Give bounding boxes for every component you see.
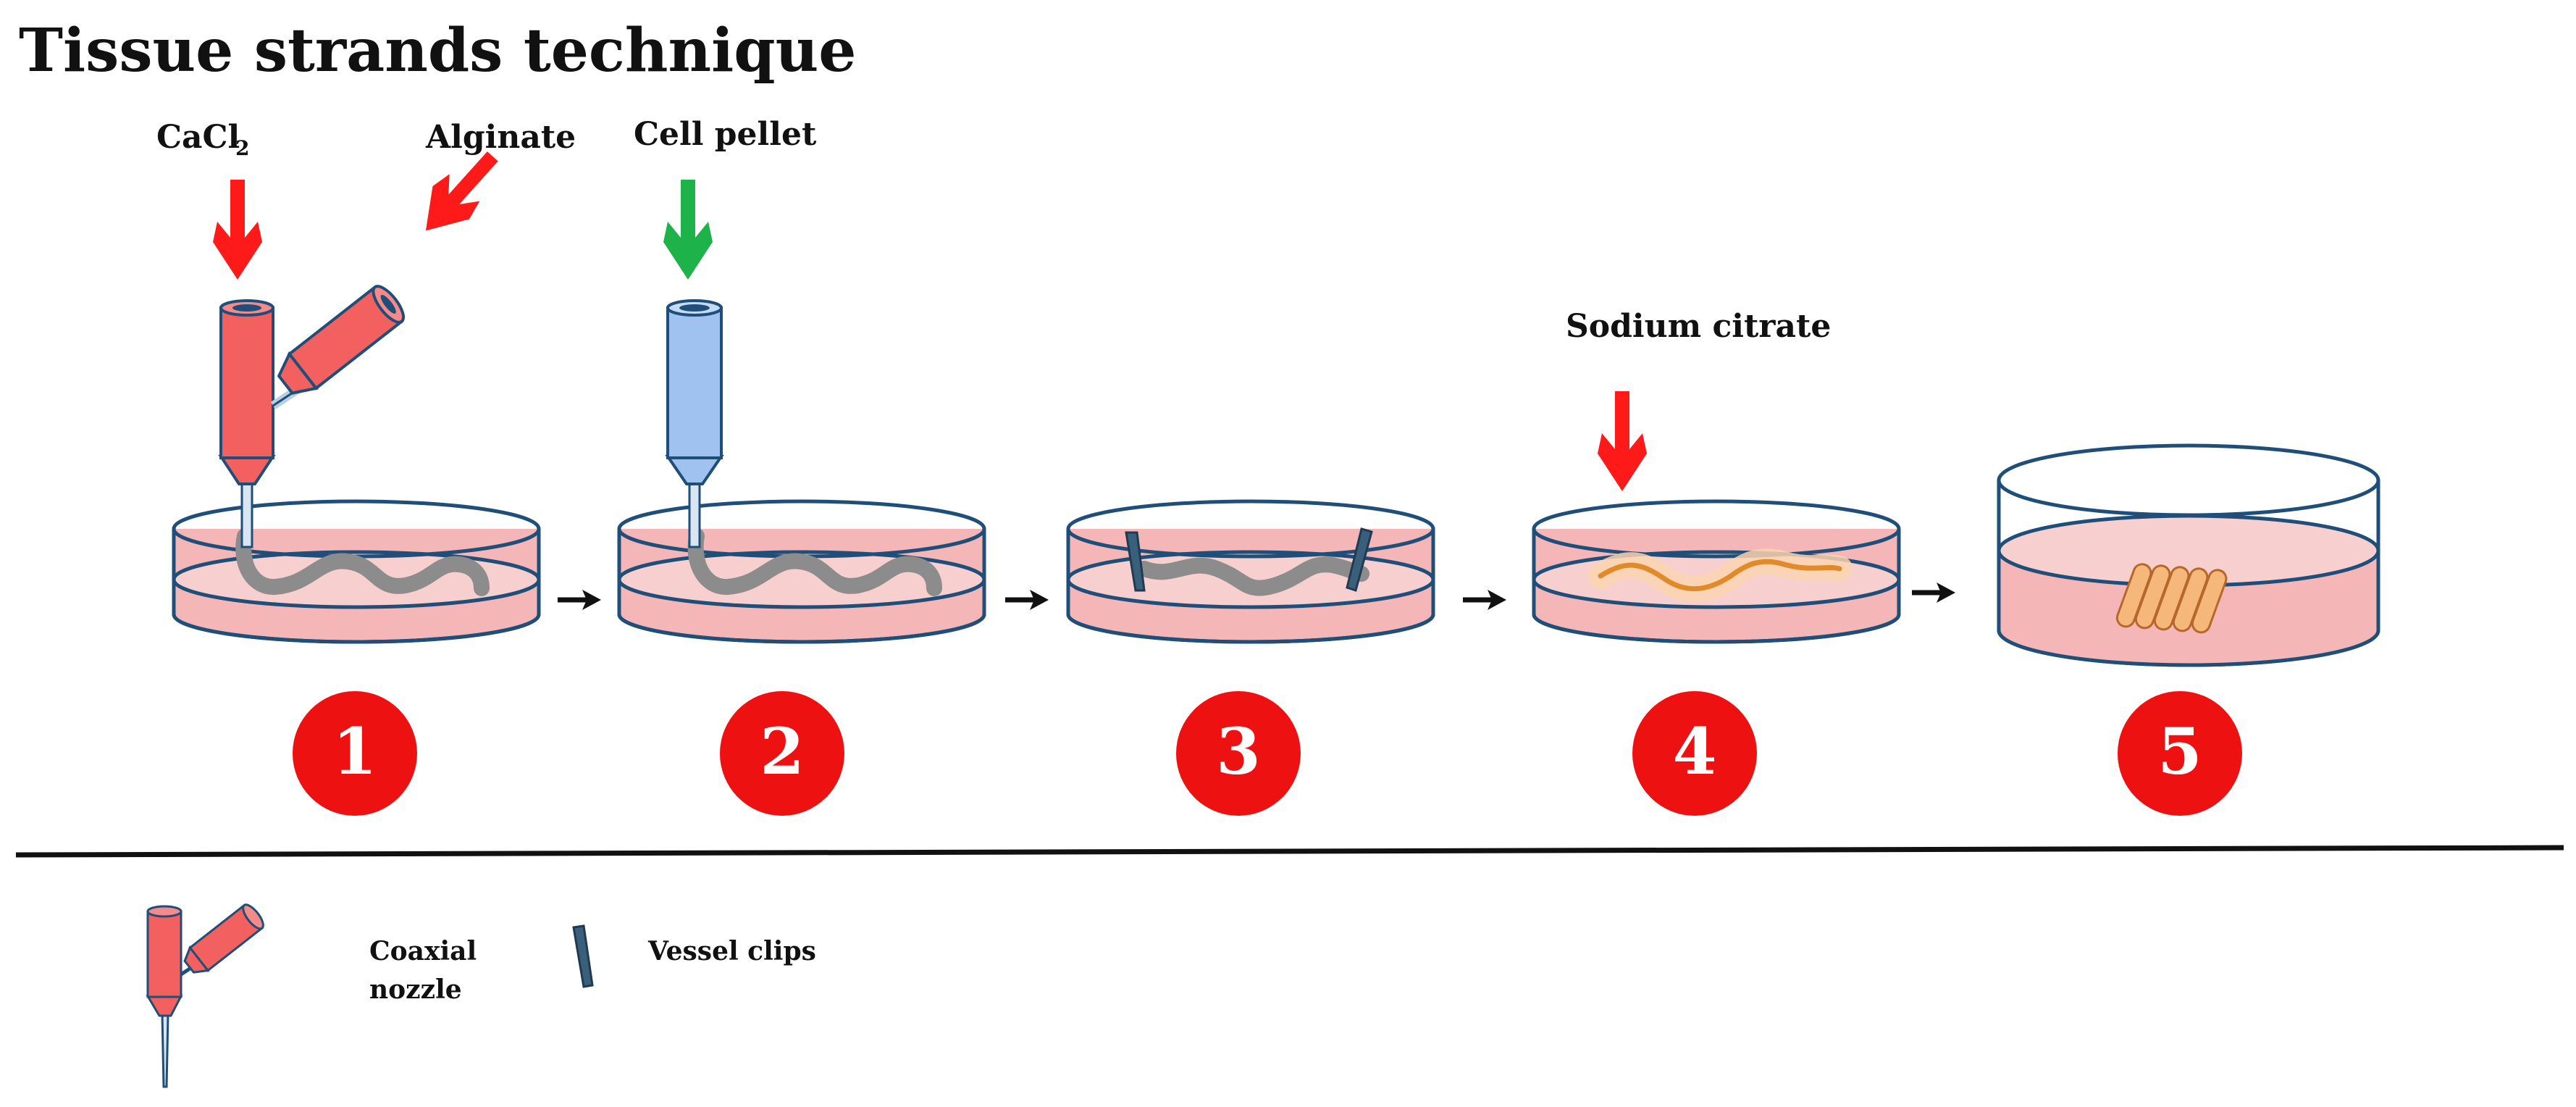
alginate-strand-2 — [687, 528, 942, 596]
legend-coaxial-nozzle-icon — [146, 903, 264, 1088]
alginate-strand-1 — [235, 528, 490, 596]
alginate-strand-3 — [1136, 556, 1369, 596]
vessel-clip-right — [1346, 527, 1373, 592]
process-arrow-2 — [1005, 590, 1049, 610]
cacl2-arrow — [213, 180, 262, 280]
cacl2-label: CaCl — [156, 119, 240, 156]
petri-dish-3 — [1066, 499, 1435, 644]
coaxial-nozzle-1 — [218, 285, 405, 548]
alginate-arrow — [407, 140, 511, 248]
sodium-citrate-label: Sodium citrate — [1566, 308, 1831, 345]
step-4-circle — [1632, 691, 1757, 816]
step-4-number: 4 — [1672, 714, 1716, 789]
step-2-circle — [720, 691, 844, 816]
legend-divider — [15, 845, 2564, 858]
legend: Coaxial nozzle Vessel clips — [146, 903, 816, 1088]
step-1-circle — [293, 691, 417, 816]
step-2-group: Cell pellet 2 — [617, 116, 986, 816]
cell-strand-4 — [1598, 559, 1842, 592]
cell-pellet-arrow — [663, 180, 713, 280]
step-3-group: 3 — [1066, 499, 1435, 816]
alginate-label: Alginate — [425, 119, 576, 156]
step-5-group: 5 — [1997, 443, 2380, 816]
process-arrow-3 — [1463, 590, 1506, 610]
legend-vessel-clip-icon — [572, 924, 594, 988]
step-1-number: 1 — [332, 714, 377, 789]
culture-dish-5 — [1997, 443, 2380, 667]
tissue-strand-bundle — [2115, 563, 2228, 634]
step-1-group: CaCl 2 Alginate 1 — [156, 119, 576, 816]
vessel-clip-left — [1125, 531, 1146, 592]
process-arrow-1 — [558, 590, 601, 610]
legend-coaxial-label-line1: Coaxial — [369, 936, 477, 966]
cell-pellet-label: Cell pellet — [634, 116, 817, 153]
process-arrow-4 — [1912, 582, 1955, 603]
legend-vessel-clips-label: Vessel clips — [647, 936, 816, 966]
step-3-number: 3 — [1216, 714, 1260, 789]
step-3-circle — [1176, 691, 1301, 816]
step-5-number: 5 — [2157, 714, 2202, 789]
page-title: Tissue strands technique — [19, 16, 856, 85]
cell-pellet-nozzle — [665, 299, 724, 548]
legend-coaxial-label-line2: nozzle — [369, 974, 462, 1005]
step-5-circle — [2118, 691, 2242, 816]
sodium-citrate-arrow — [1598, 391, 1647, 491]
cacl2-subscript: 2 — [235, 136, 249, 160]
step-4-group: Sodium citrate 4 — [1532, 308, 1901, 816]
step-2-number: 2 — [760, 714, 804, 789]
